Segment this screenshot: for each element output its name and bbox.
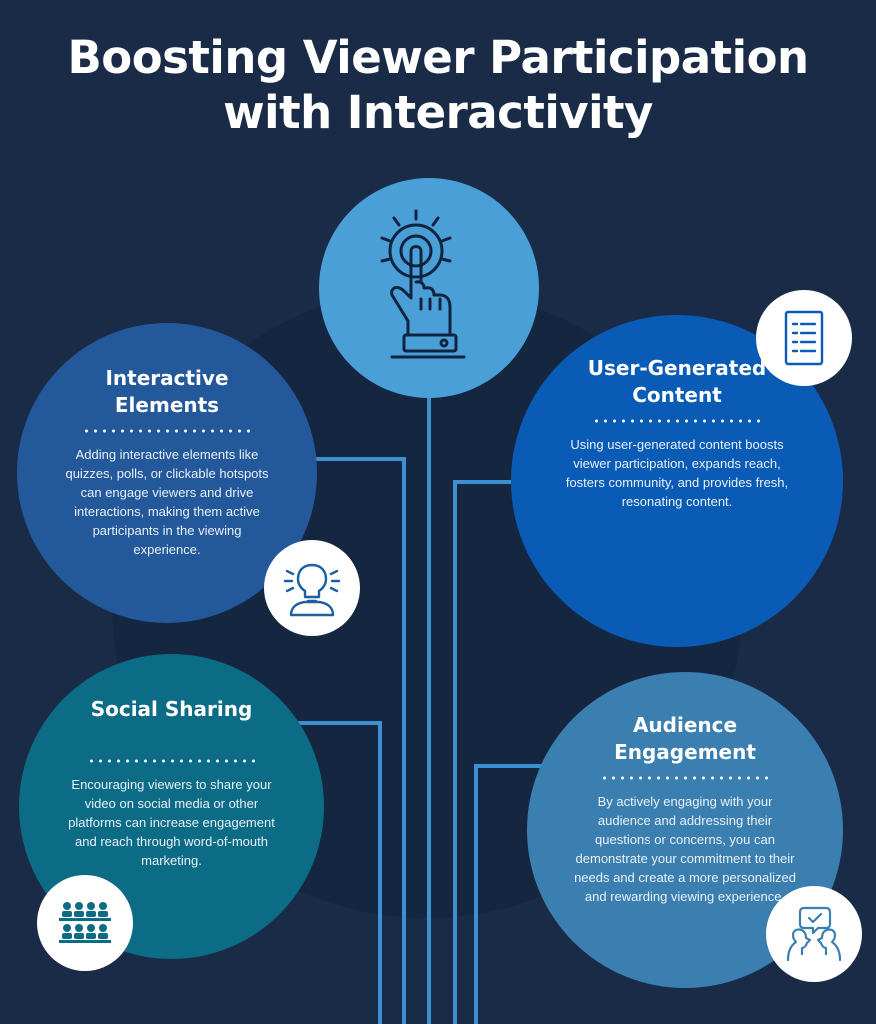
audience-engagement-circle: Audience Engagement By actively engaging… <box>527 672 843 988</box>
top-circle <box>319 178 539 398</box>
social-sharing-text: Encouraging viewers to share your video … <box>68 777 275 868</box>
dotted-divider <box>82 429 252 433</box>
interactive-elements-title: Interactive Elements <box>105 366 229 417</box>
connector-interactive-elements <box>300 457 406 1024</box>
audience-badge <box>37 875 133 971</box>
audience-icon <box>59 902 111 943</box>
connector-audience-engagement <box>474 764 560 1024</box>
audience-engagement-text: By actively engaging with your audience … <box>574 794 796 904</box>
audience-engagement-title: Audience Engagement <box>614 713 756 764</box>
connector-social-sharing <box>290 721 382 1024</box>
connector-user-generated-content <box>453 480 530 1024</box>
dotted-divider <box>592 419 762 423</box>
user-idea-badge <box>264 540 360 636</box>
checklist-icon <box>784 310 824 366</box>
conversation-badge <box>766 886 862 982</box>
user-generated-content-title: User-Generated Content <box>587 356 767 407</box>
page-title: Boosting Viewer Participation with Inter… <box>0 30 876 140</box>
social-sharing-circle: Social Sharing Encouraging viewers to sh… <box>19 654 324 959</box>
page-title-line1: Boosting Viewer Participation <box>67 31 809 84</box>
social-sharing-title: Social Sharing <box>90 697 253 721</box>
dotted-divider <box>600 776 770 780</box>
user-generated-content-text: Using user-generated content boosts view… <box>565 437 789 509</box>
checklist-badge <box>756 290 852 386</box>
interactive-elements-circle: Interactive Elements Adding interactive … <box>17 323 317 623</box>
dotted-divider <box>86 759 257 763</box>
conversation-icon <box>786 906 842 962</box>
user-idea-icon <box>283 563 341 617</box>
interactive-elements-text: Adding interactive elements like quizzes… <box>65 447 269 557</box>
page-title-line2: with Interactivity <box>223 86 653 139</box>
tap-hand-icon <box>380 209 466 359</box>
